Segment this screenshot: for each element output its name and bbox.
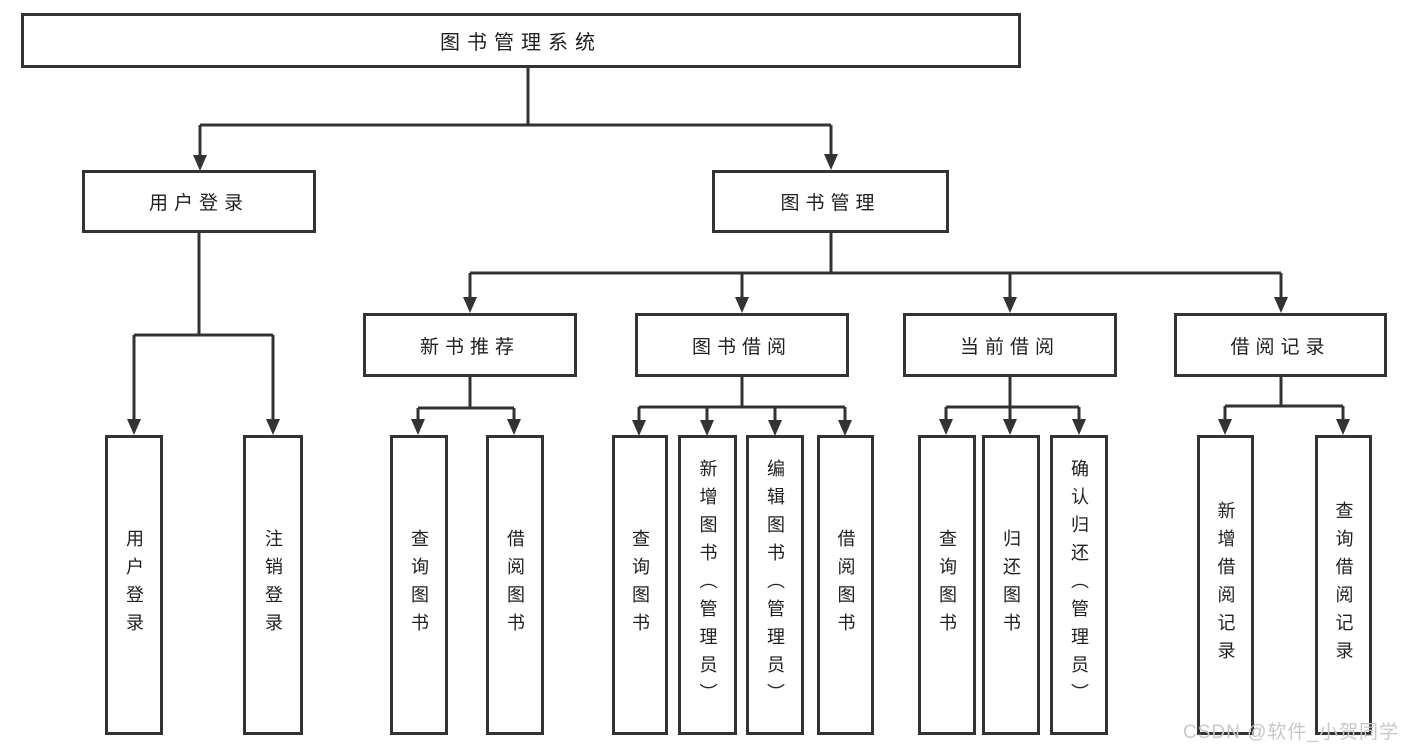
leaf-return-book: 归还图书 bbox=[982, 435, 1040, 735]
node-current-borrowing-label: 当前借阅 bbox=[959, 336, 1060, 358]
node-borrowing-records-label: 借阅记录 bbox=[1230, 336, 1331, 358]
leaf-query-book-borrowing-label: 查询图书 bbox=[630, 529, 650, 641]
node-new-book-recommendation: 新书推荐 bbox=[363, 313, 577, 377]
node-root: 图书管理系统 bbox=[21, 13, 1021, 68]
leaf-confirm-return-admin: 确认归还（管理员） bbox=[1050, 435, 1108, 735]
leaf-query-borrow-record: 查询借阅记录 bbox=[1315, 435, 1372, 735]
leaf-edit-book-admin: 编辑图书（管理员） bbox=[746, 435, 804, 735]
leaf-query-book-current-label: 查询图书 bbox=[937, 529, 957, 641]
node-borrowing-records: 借阅记录 bbox=[1174, 313, 1387, 377]
leaf-logout-label: 注销登录 bbox=[263, 529, 283, 641]
leaf-borrow-book-recommend-label: 借阅图书 bbox=[505, 529, 525, 641]
leaf-edit-book-admin-label: 编辑图书（管理员） bbox=[765, 459, 785, 711]
csdn-watermark: CSDN @软件_小贺同学 bbox=[1183, 722, 1399, 743]
leaf-return-book-label: 归还图书 bbox=[1001, 529, 1021, 641]
leaf-add-borrow-record-label: 新增借阅记录 bbox=[1215, 501, 1236, 669]
leaf-add-book-admin-label: 新增图书（管理员） bbox=[697, 459, 718, 711]
node-root-label: 图书管理系统 bbox=[440, 32, 602, 54]
node-new-book-recommendation-label: 新书推荐 bbox=[419, 336, 520, 358]
leaf-borrow-book-recommend: 借阅图书 bbox=[486, 435, 544, 735]
leaf-borrow-book-label: 借阅图书 bbox=[835, 529, 856, 641]
node-book-management-label: 图书管理 bbox=[780, 193, 881, 214]
leaf-logout: 注销登录 bbox=[243, 435, 303, 735]
node-book-management: 图书管理 bbox=[712, 170, 949, 233]
leaf-query-book-borrowing: 查询图书 bbox=[612, 435, 668, 735]
leaf-query-borrow-record-label: 查询借阅记录 bbox=[1333, 501, 1354, 669]
node-current-borrowing: 当前借阅 bbox=[903, 313, 1117, 377]
node-book-borrowing: 图书借阅 bbox=[635, 313, 849, 377]
leaf-add-borrow-record: 新增借阅记录 bbox=[1197, 435, 1254, 735]
node-user-login: 用户登录 bbox=[82, 170, 316, 233]
leaf-user-login: 用户登录 bbox=[105, 435, 163, 735]
leaf-confirm-return-admin-label: 确认归还（管理员） bbox=[1069, 459, 1089, 711]
leaf-borrow-book: 借阅图书 bbox=[817, 435, 874, 735]
leaf-query-book-current: 查询图书 bbox=[918, 435, 976, 735]
leaf-user-login-label: 用户登录 bbox=[124, 529, 144, 641]
leaf-query-book-recommend-label: 查询图书 bbox=[409, 529, 429, 641]
leaf-query-book-recommend: 查询图书 bbox=[390, 435, 448, 735]
node-user-login-label: 用户登录 bbox=[148, 193, 249, 214]
node-book-borrowing-label: 图书借阅 bbox=[691, 336, 792, 358]
leaf-add-book-admin: 新增图书（管理员） bbox=[678, 435, 737, 735]
